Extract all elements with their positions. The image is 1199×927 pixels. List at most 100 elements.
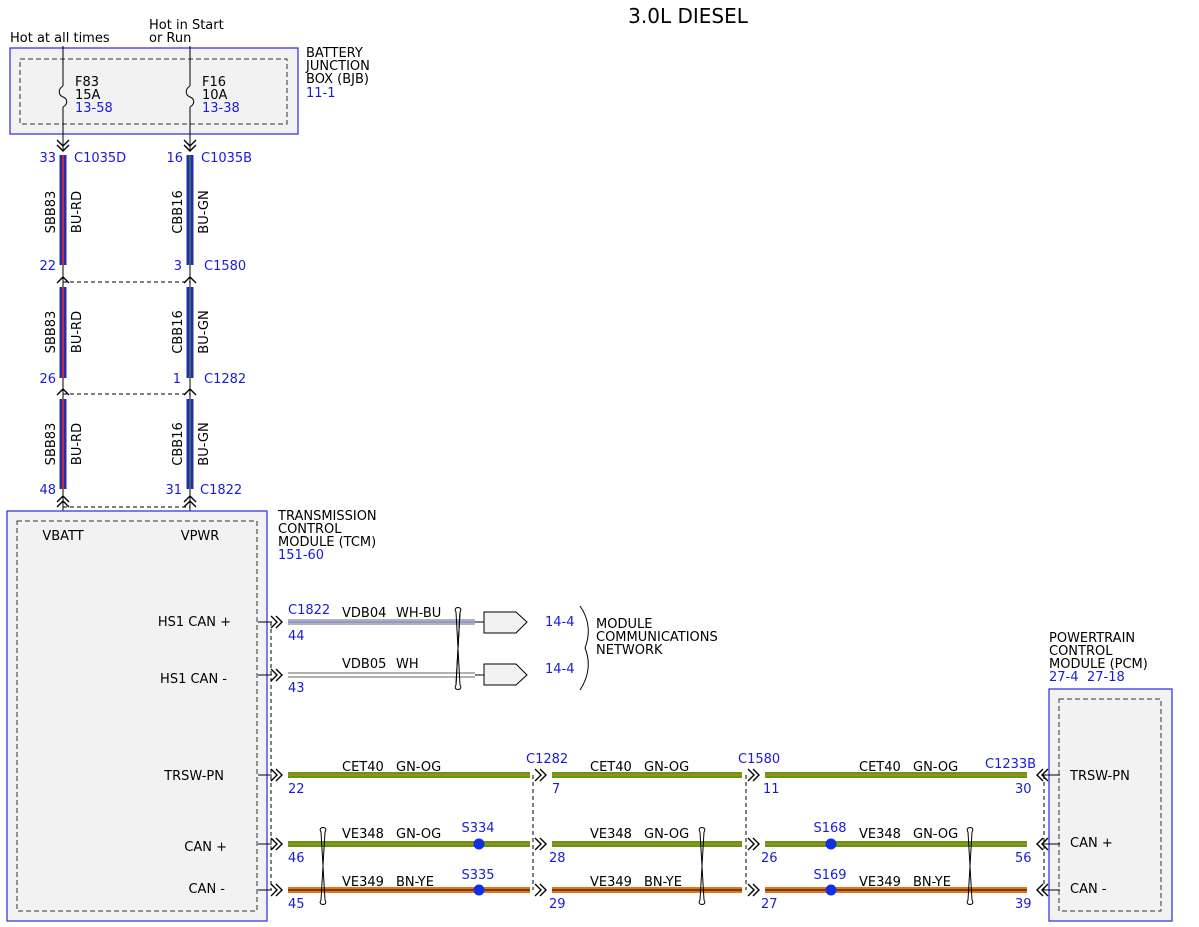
wire-sbb83-label-3: SBB83 xyxy=(44,423,59,466)
wire-vdb04-circuit: VDB04 xyxy=(342,606,386,621)
c1282v-pin-right: 1 xyxy=(173,372,181,387)
tcm-pin-hs1-can-minus: HS1 CAN - xyxy=(160,672,227,687)
pcm-ref-1[interactable]: 27-4 xyxy=(1049,670,1079,685)
connector-c1580-vertical[interactable] xyxy=(56,265,197,287)
splice-s334-icon[interactable] xyxy=(473,838,485,850)
wire-cet40-color-1: GN-OG xyxy=(396,760,441,775)
hs-can-plus-pin: 44 xyxy=(288,629,305,644)
hs-can-connector-name[interactable]: C1822 xyxy=(288,603,330,618)
pcm-pin-trsw-pn: TRSW-PN xyxy=(1069,769,1130,784)
twisted-pair-can-3-icon xyxy=(966,827,974,905)
connector-c1035-chevrons-icon xyxy=(56,139,197,152)
tcm-c1822-connector xyxy=(258,615,283,897)
wire-sbb83-label-1: SBB83 xyxy=(44,191,59,234)
trsw-pin-pcm: 30 xyxy=(1015,782,1032,797)
wire-cbb16-label-2: CBB16 xyxy=(171,310,186,353)
can-minus-pin-pcm: 39 xyxy=(1015,897,1032,912)
trsw-c1233b-name[interactable]: C1233B xyxy=(985,757,1036,772)
splice-s169-label: S169 xyxy=(813,868,846,883)
fuse-f16-icon xyxy=(185,46,195,150)
twisted-pair-can-1-icon xyxy=(319,827,327,905)
wire-ve349-circuit-2: VE349 xyxy=(590,875,632,890)
trsw-pin-c1282: 7 xyxy=(552,782,560,797)
wire-cbb16-label-3: CBB16 xyxy=(171,422,186,465)
twisted-pair-can-2-icon xyxy=(698,827,706,905)
page-title: 3.0L DIESEL xyxy=(628,4,749,28)
splice-s335-label: S335 xyxy=(461,868,494,883)
source-label-hot-at-all-times: Hot at all times xyxy=(10,31,110,46)
transmission-control-module[interactable] xyxy=(6,510,268,922)
wire-ve348-color-1: GN-OG xyxy=(396,827,441,842)
wire-vdb04-color: WH-BU xyxy=(396,606,441,621)
pcm-ref-2[interactable]: 27-18 xyxy=(1087,670,1125,685)
c1035b-pin: 16 xyxy=(166,151,183,166)
tcm-pin-can-minus: CAN - xyxy=(188,882,225,897)
c1035d-name[interactable]: C1035D xyxy=(74,151,126,166)
fuse-f16-id: F16 xyxy=(202,75,226,90)
splice-s168-icon[interactable] xyxy=(825,838,837,850)
fuse-f83-ref[interactable]: 13-58 xyxy=(75,101,113,116)
bjb-label-line1: BATTERY xyxy=(306,46,363,61)
fuse-f83-icon xyxy=(58,46,68,150)
twisted-pair-icon xyxy=(454,607,462,690)
c1035b-name[interactable]: C1035B xyxy=(201,151,252,166)
trsw-pin-c1580: 11 xyxy=(763,782,780,797)
can-plus-pin-tcm: 46 xyxy=(288,851,305,866)
wire-cbb16-color-2: BU-GN xyxy=(197,310,212,353)
c1580v-pin-right: 3 xyxy=(174,259,182,274)
fuse-f83-rating: 15A xyxy=(75,88,101,103)
connector-c1282-vertical[interactable] xyxy=(56,378,197,399)
c1035d-pin: 33 xyxy=(39,151,56,166)
c1822v-name[interactable]: C1822 xyxy=(200,483,242,498)
wire-cet40-color-2: GN-OG xyxy=(644,760,689,775)
tcm-label-line2: CONTROL xyxy=(278,522,342,537)
tcm-label-line3: MODULE (TCM) xyxy=(278,535,376,550)
wire-sbb83-color-3: BU-RD xyxy=(70,423,85,465)
splice-s169-icon[interactable] xyxy=(825,884,837,896)
network-label-line3: NETWORK xyxy=(596,643,663,658)
wire-ve349-circuit-1: VE349 xyxy=(342,875,384,890)
connector-c1282-horizontal[interactable] xyxy=(532,768,547,897)
wire-ve349-color-1: BN-YE xyxy=(396,875,434,890)
tcm-label-line1: TRANSMISSION xyxy=(277,509,377,524)
hs-can-minus-pin: 43 xyxy=(288,681,305,696)
wire-ve348-color-2: GN-OG xyxy=(644,827,689,842)
tcm-pin-trsw-pn: TRSW-PN xyxy=(163,769,224,784)
bjb-label-line3: BOX (BJB) xyxy=(306,72,369,87)
tcm-ref[interactable]: 151-60 xyxy=(278,548,324,563)
battery-junction-box[interactable] xyxy=(9,47,299,135)
continuation-arrow-hs1-minus-icon xyxy=(475,663,528,686)
powertrain-control-module[interactable] xyxy=(1048,688,1173,922)
can-plus-pin-c1580: 26 xyxy=(761,851,778,866)
network-label-line1: MODULE xyxy=(596,617,652,632)
source-label-hot-in-start-line1: Hot in Start xyxy=(149,18,224,33)
hs-can-plus-ref[interactable]: 14-4 xyxy=(545,615,575,630)
wire-ve349-color-2: BN-YE xyxy=(644,875,682,890)
wire-vdb05-color: WH xyxy=(396,657,419,672)
c1282v-pin-left: 26 xyxy=(39,372,56,387)
splice-s335-icon[interactable] xyxy=(473,884,485,896)
wire-vdb05-circuit: VDB05 xyxy=(342,657,386,672)
trsw-c1580-name[interactable]: C1580 xyxy=(738,752,780,767)
tcm-pin-hs1-can-plus: HS1 CAN + xyxy=(158,615,231,630)
wire-ve348-circuit-2: VE348 xyxy=(590,827,632,842)
fuse-f16-ref[interactable]: 13-38 xyxy=(202,101,240,116)
bjb-ref[interactable]: 11-1 xyxy=(306,86,336,101)
wire-ve348-color-3: GN-OG xyxy=(913,827,958,842)
wire-cet40-circuit-2: CET40 xyxy=(590,760,632,775)
can-plus-pin-c1282: 28 xyxy=(549,851,566,866)
wire-sbb83-color-1: BU-RD xyxy=(70,191,85,233)
trsw-pin-tcm: 22 xyxy=(288,782,305,797)
c1822v-pin-right: 31 xyxy=(165,483,182,498)
c1580v-name[interactable]: C1580 xyxy=(204,259,246,274)
can-minus-pin-c1282: 29 xyxy=(549,897,566,912)
pcm-pin-can-plus: CAN + xyxy=(1070,836,1113,851)
c1282v-name[interactable]: C1282 xyxy=(204,372,246,387)
wire-ve348-circuit-3: VE348 xyxy=(859,827,901,842)
connector-c1580-horizontal[interactable] xyxy=(745,768,760,897)
c1822v-pin-left: 48 xyxy=(39,483,56,498)
wire-sbb83-color-2: BU-RD xyxy=(70,311,85,353)
trsw-c1282-name[interactable]: C1282 xyxy=(526,752,568,767)
hs-can-minus-ref[interactable]: 14-4 xyxy=(545,662,575,677)
